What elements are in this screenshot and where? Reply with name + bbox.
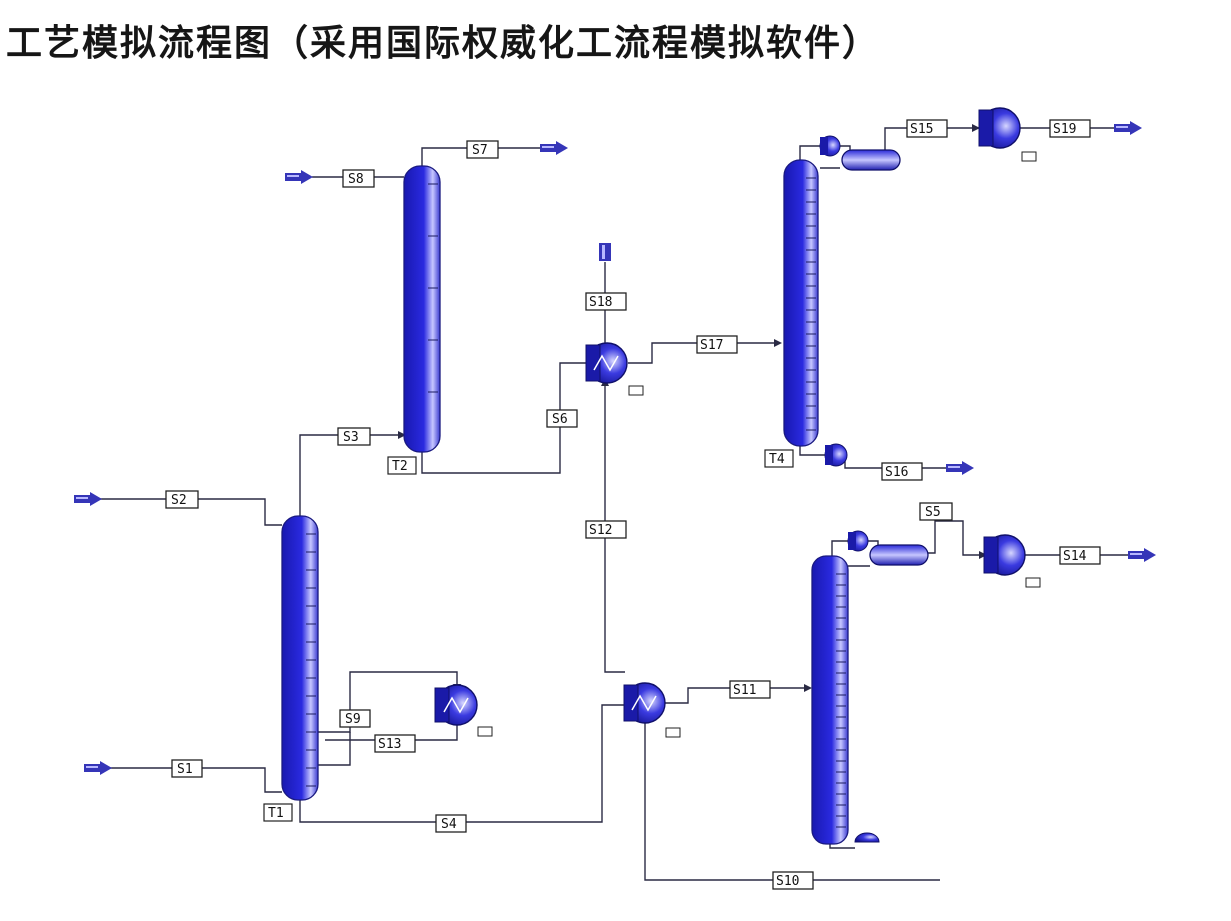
exchanger-s14[interactable] xyxy=(983,534,1041,588)
stream-label-s16[interactable]: S16 xyxy=(881,462,923,481)
page-title: 工艺模拟流程图（采用国际权威化工流程模拟软件） xyxy=(6,23,881,64)
product-arrow-s7 xyxy=(540,141,568,155)
condenser-t4[interactable] xyxy=(819,135,841,157)
svg-text:S8: S8 xyxy=(348,172,364,187)
mixer-exchanger[interactable] xyxy=(623,682,681,738)
feed-arrow-s1 xyxy=(84,761,112,775)
stream-label-s15[interactable]: S15 xyxy=(906,119,948,138)
stream-label-s17[interactable]: S17 xyxy=(696,335,738,354)
svg-text:S1: S1 xyxy=(177,762,193,777)
product-arrow-s16 xyxy=(946,461,974,475)
column-tag-t1: T1 xyxy=(263,803,293,822)
stream-label-s9[interactable]: S9 xyxy=(339,709,371,728)
stream-label-s7[interactable]: S7 xyxy=(466,140,499,159)
piping xyxy=(98,127,1132,881)
feed-arrow-s8 xyxy=(285,170,313,184)
stream-label-s8[interactable]: S8 xyxy=(342,169,375,188)
column-t2[interactable] xyxy=(403,165,441,453)
exchanger-s19[interactable] xyxy=(978,107,1037,162)
product-arrow-s14 xyxy=(1128,548,1156,562)
svg-text:S14: S14 xyxy=(1063,549,1087,564)
svg-text:S7: S7 xyxy=(472,143,488,158)
svg-text:S18: S18 xyxy=(589,295,612,310)
stream-label-s13[interactable]: S13 xyxy=(374,734,416,753)
stream-label-s2[interactable]: S2 xyxy=(165,490,199,509)
reboiler-t1[interactable] xyxy=(434,684,493,737)
heat-exchanger[interactable] xyxy=(585,342,644,396)
stream-label-s5[interactable]: S5 xyxy=(919,502,953,521)
svg-text:S5: S5 xyxy=(925,505,941,520)
reboiler-t3[interactable] xyxy=(854,832,880,843)
reboiler-t4[interactable] xyxy=(824,443,848,467)
stream-label-s1[interactable]: S1 xyxy=(171,759,203,778)
svg-text:S6: S6 xyxy=(552,412,568,427)
stream-label-s11[interactable]: S11 xyxy=(729,680,771,699)
flow-arrowheads xyxy=(398,124,987,692)
svg-text:T4: T4 xyxy=(769,452,785,467)
svg-text:S13: S13 xyxy=(378,737,401,752)
column-t1[interactable] xyxy=(281,515,319,801)
product-arrow-s18 xyxy=(599,243,611,261)
svg-text:S12: S12 xyxy=(589,523,612,538)
stream-label-s14[interactable]: S14 xyxy=(1059,546,1101,565)
svg-text:T2: T2 xyxy=(392,459,408,474)
svg-text:T1: T1 xyxy=(268,806,284,821)
product-arrow-s19 xyxy=(1114,121,1142,135)
stream-label-s6[interactable]: S6 xyxy=(546,409,578,428)
svg-text:S4: S4 xyxy=(441,817,457,832)
stream-label-s4[interactable]: S4 xyxy=(435,814,467,833)
svg-text:S9: S9 xyxy=(345,712,361,727)
reflux-drum-t3[interactable] xyxy=(869,544,929,566)
stream-label-s12[interactable]: S12 xyxy=(585,520,627,539)
svg-text:S17: S17 xyxy=(700,338,723,353)
svg-text:S19: S19 xyxy=(1053,122,1076,137)
svg-text:S16: S16 xyxy=(885,465,908,480)
stream-label-s18[interactable]: S18 xyxy=(585,292,627,311)
svg-text:S15: S15 xyxy=(910,122,933,137)
stream-label-s3[interactable]: S3 xyxy=(337,427,371,446)
svg-text:S11: S11 xyxy=(733,683,756,698)
feed-arrow-s2 xyxy=(74,492,102,506)
column-tag-t2: T2 xyxy=(387,456,417,475)
condenser-t3[interactable] xyxy=(847,530,869,552)
column-tag-t4: T4 xyxy=(764,449,794,468)
stream-label-s10[interactable]: S10 xyxy=(772,871,814,890)
stream-label-s19[interactable]: S19 xyxy=(1049,119,1091,138)
svg-text:S3: S3 xyxy=(343,430,359,445)
svg-text:S2: S2 xyxy=(171,493,187,508)
reflux-drum-t4[interactable] xyxy=(841,149,901,171)
column-t4[interactable] xyxy=(783,159,819,447)
svg-text:S10: S10 xyxy=(776,874,799,889)
column-trays xyxy=(306,177,846,828)
column-t3[interactable] xyxy=(811,555,849,845)
